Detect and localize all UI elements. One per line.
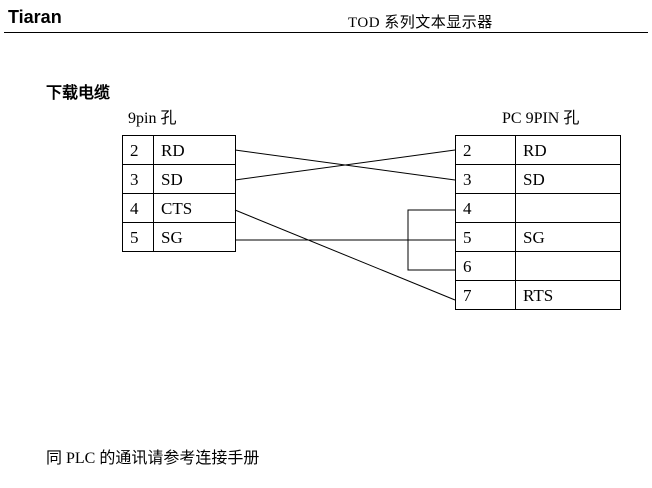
left-connector-table: 2 RD 3 SD 4 CTS 5 SG <box>122 135 236 252</box>
table-row: 6 <box>455 251 621 281</box>
left-connector-caption: 9pin 孔 <box>128 110 177 127</box>
header-divider <box>4 32 648 33</box>
signal-name: SD <box>515 164 621 194</box>
table-row: 4 CTS <box>122 193 236 223</box>
right-connector-table: 2 RD 3 SD 4 5 SG 6 7 RTS <box>455 135 621 310</box>
footer-note: 同 PLC 的通讯请参考连接手册 <box>46 450 260 467</box>
document-title: TOD 系列文本显示器 <box>348 15 493 31</box>
pin-number: 3 <box>455 164 516 194</box>
brand-logo-text: Tiaran <box>8 7 62 27</box>
pin-number: 5 <box>122 222 154 252</box>
wire-left4-to-right7 <box>234 209 456 301</box>
pin-number: 6 <box>455 251 516 281</box>
wire-left2-to-right3 <box>234 149 456 181</box>
signal-name: SG <box>515 222 621 252</box>
right-connector-caption: PC 9PIN 孔 <box>502 110 580 127</box>
wire-left3-to-right2 <box>234 149 456 181</box>
pin-number: 2 <box>122 135 154 165</box>
pin-number: 5 <box>455 222 516 252</box>
pin-number: 4 <box>455 193 516 223</box>
table-row: 3 SD <box>455 164 621 194</box>
jumper-right4-right6 <box>407 209 455 271</box>
table-row: 2 RD <box>455 135 621 165</box>
signal-name: CTS <box>153 193 236 223</box>
signal-name: RTS <box>515 280 621 310</box>
signal-name <box>515 193 621 223</box>
table-row: 3 SD <box>122 164 236 194</box>
pin-number: 3 <box>122 164 154 194</box>
table-row: 5 SG <box>455 222 621 252</box>
table-row: 5 SG <box>122 222 236 252</box>
pin-number: 2 <box>455 135 516 165</box>
signal-name: SG <box>153 222 236 252</box>
table-row: 2 RD <box>122 135 236 165</box>
signal-name: RD <box>515 135 621 165</box>
signal-name: SD <box>153 164 236 194</box>
signal-name: RD <box>153 135 236 165</box>
signal-name <box>515 251 621 281</box>
table-row: 4 <box>455 193 621 223</box>
pin-number: 7 <box>455 280 516 310</box>
table-row: 7 RTS <box>455 280 621 310</box>
pin-number: 4 <box>122 193 154 223</box>
section-title-download-cable: 下载电缆 <box>46 85 111 102</box>
